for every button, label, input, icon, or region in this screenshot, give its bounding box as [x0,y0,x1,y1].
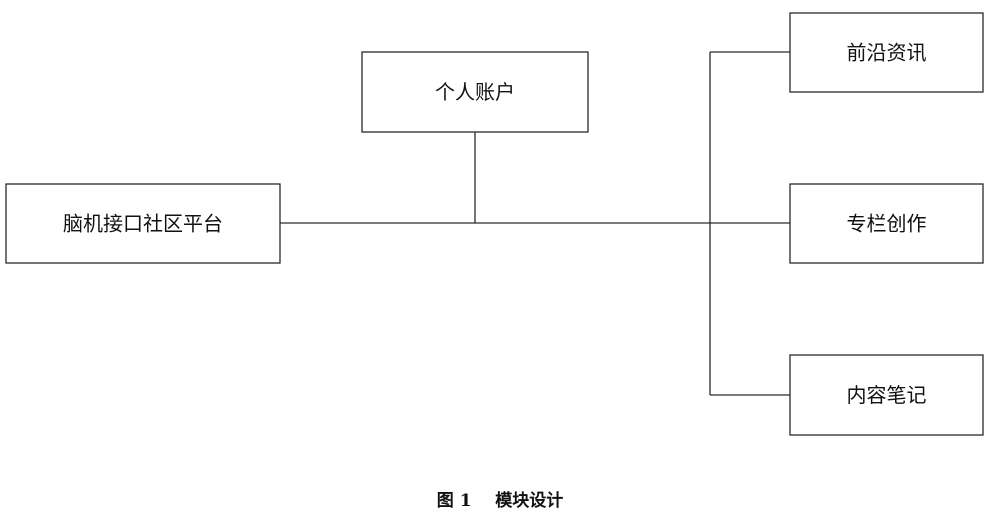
module-node-notes: 内容笔记 [789,354,984,436]
module-node-notes-label: 内容笔记 [847,383,927,407]
figure-title: 模块设计 [495,491,564,511]
module-node-news: 前沿资讯 [789,12,984,93]
root-node-label: 脑机接口社区平台 [63,212,223,236]
module-node-column-box [789,183,984,264]
figure-number: 图 1 [436,491,472,511]
figure-caption: 图 1 模块设计 [0,486,1000,511]
account-node: 个人账户 [361,51,589,133]
module-node-column-label: 专栏创作 [847,212,927,236]
root-node: 脑机接口社区平台 [5,183,281,264]
module-node-notes-box [789,354,984,436]
account-node-label: 个人账户 [435,80,515,104]
module-diagram: 脑机接口社区平台 个人账户 前沿资讯 专栏创作 内容笔记 [5,12,984,436]
account-node-box [361,51,589,133]
module-node-news-box [789,12,984,93]
root-node-box [5,183,281,264]
module-node-news-label: 前沿资讯 [847,41,927,65]
module-node-column: 专栏创作 [789,183,984,264]
